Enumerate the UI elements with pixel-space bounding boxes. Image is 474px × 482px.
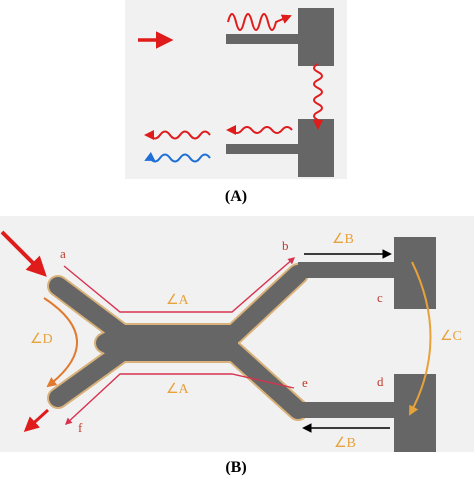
label-c: c	[377, 290, 383, 305]
panel-a: (A)	[125, 0, 347, 205]
path-a-to-b	[63, 257, 296, 313]
angle-d: ∠D	[30, 332, 53, 347]
incoming-wave-top	[227, 13, 292, 31]
angle-a-top: ∠A	[166, 293, 190, 308]
angle-c: ∠C	[440, 329, 462, 344]
lower-arm	[226, 144, 298, 154]
upper-block	[298, 8, 334, 66]
arc-c	[409, 261, 432, 416]
waveguide-center	[118, 330, 238, 356]
input-arrow-b	[0, 230, 47, 277]
angle-b-bottom: ∠B	[334, 436, 356, 451]
arc-d	[43, 297, 78, 388]
lower-right-arm	[298, 402, 394, 418]
label-a: a	[60, 246, 66, 261]
upper-right-arm	[298, 262, 394, 278]
angle-a-bottom: ∠A	[166, 382, 190, 397]
transfer-wave-vertical	[313, 63, 323, 130]
caption-b: (B)	[225, 459, 246, 476]
output-wave-red	[144, 130, 211, 140]
caption-a: (A)	[225, 188, 247, 205]
label-f: f	[78, 420, 83, 435]
path-e-to-f	[64, 373, 295, 425]
upper-right-block	[394, 237, 436, 309]
output-wave-blue	[144, 151, 211, 163]
label-d: d	[377, 374, 384, 389]
label-b: b	[282, 238, 289, 253]
upper-arm	[226, 34, 298, 44]
panel-b: a b c d e f ∠A ∠A ∠B ∠B ∠C ∠D (B)	[0, 216, 474, 476]
label-e: e	[302, 375, 308, 390]
output-wave-lower	[226, 125, 293, 135]
lower-right-block	[394, 374, 436, 452]
output-arrow-b	[23, 408, 50, 433]
lower-block	[298, 119, 334, 177]
angle-b-top: ∠B	[332, 232, 354, 247]
